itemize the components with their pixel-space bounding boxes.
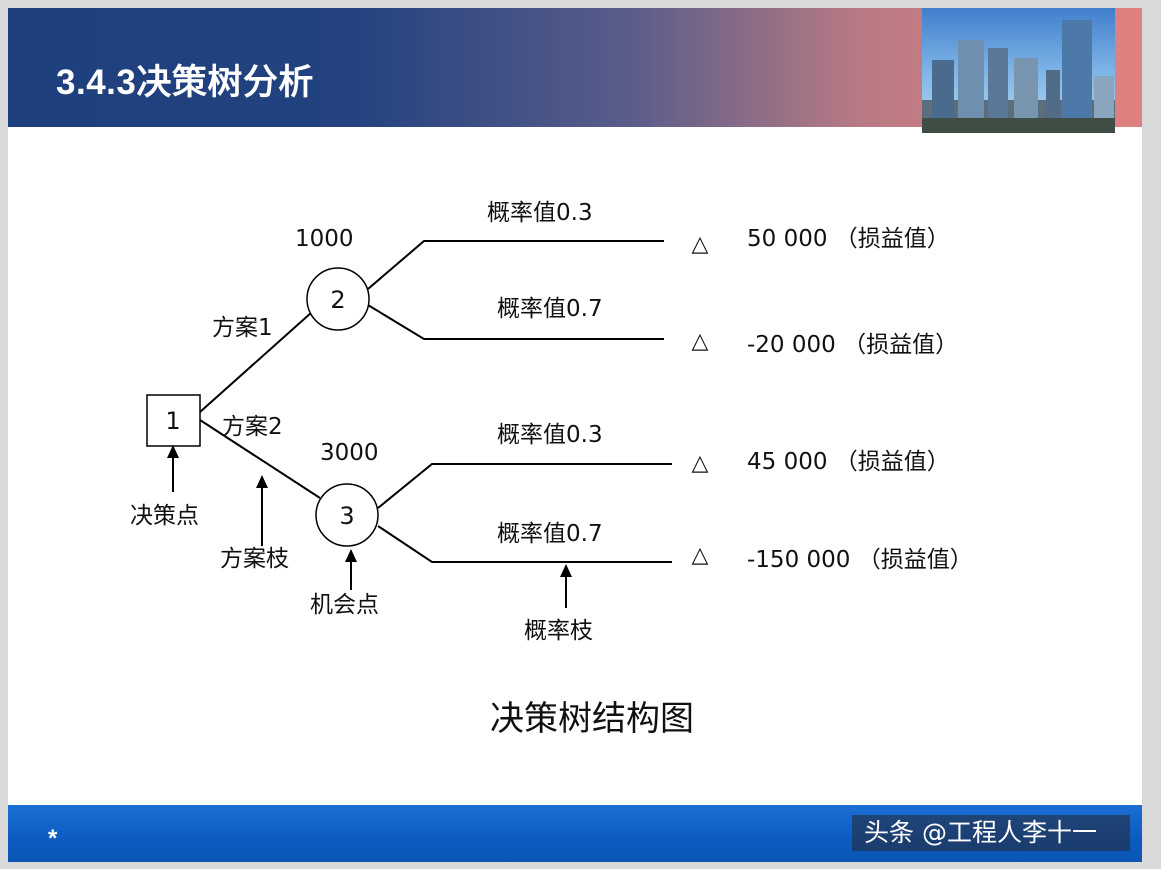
- branch-line-scheme-2: [199, 419, 321, 499]
- terminal-node-icon: △: [692, 329, 709, 354]
- chance-node-2: [306, 267, 370, 331]
- footer-marker: *: [48, 825, 58, 852]
- payoff-3: 45 000 （损益值）: [747, 449, 950, 475]
- probability-label-3: 概率值0.3: [497, 422, 603, 448]
- probability-branch-4: [377, 525, 672, 563]
- probability-label-2: 概率值0.7: [497, 296, 603, 322]
- payoff-4: -150 000 （损益值）: [747, 547, 973, 573]
- slide-header: 3.4.3决策树分析: [8, 8, 1142, 133]
- chance-point-label: 机会点: [310, 592, 379, 618]
- terminal-node-icon: △: [692, 232, 709, 257]
- watermark: 头条 @工程人李十一: [852, 815, 1130, 851]
- probability-label-1: 概率值0.3: [487, 200, 593, 226]
- payoff-1: 50 000 （损益值）: [747, 226, 950, 252]
- chance-node-2-label: 2: [330, 286, 345, 314]
- decision-node-label: 1: [165, 407, 180, 435]
- probability-branch-2: [367, 304, 664, 340]
- expected-value-node-2: 1000: [295, 226, 354, 252]
- slide: 3.4.3决策树分析 1 2: [8, 8, 1142, 862]
- terminal-node-icon: △: [692, 451, 709, 476]
- branch-line-scheme-1: [199, 311, 313, 413]
- slide-footer: * 头条 @工程人李十一: [8, 805, 1142, 862]
- terminal-node-icon: △: [692, 543, 709, 568]
- slide-title: 3.4.3决策树分析: [56, 63, 314, 102]
- probability-branch-label: 概率枝: [524, 618, 593, 644]
- probability-branch-1: [367, 240, 664, 290]
- scheme-2-label: 方案2: [222, 414, 283, 440]
- payoff-2: -20 000 （损益值）: [747, 332, 958, 358]
- probability-label-4: 概率值0.7: [497, 521, 603, 547]
- chance-node-3: [315, 483, 379, 547]
- decision-tree-diagram: 1 2 3 1000 3000 方案1 方案2 概率值0.3 概率值0.7 概率…: [130, 200, 973, 739]
- scheme-1-label: 方案1: [212, 315, 273, 341]
- building-photo: [922, 8, 1115, 133]
- expected-value-node-3: 3000: [320, 440, 379, 466]
- annotation-arrows: [167, 445, 572, 608]
- building-illustration: [922, 20, 1115, 133]
- scheme-branch-label: 方案枝: [220, 546, 289, 572]
- diagram-caption: 决策树结构图: [490, 699, 694, 739]
- chance-node-3-label: 3: [339, 502, 354, 530]
- decision-point-label: 决策点: [130, 503, 199, 529]
- probability-branch-3: [377, 463, 672, 509]
- decision-node: [146, 394, 201, 447]
